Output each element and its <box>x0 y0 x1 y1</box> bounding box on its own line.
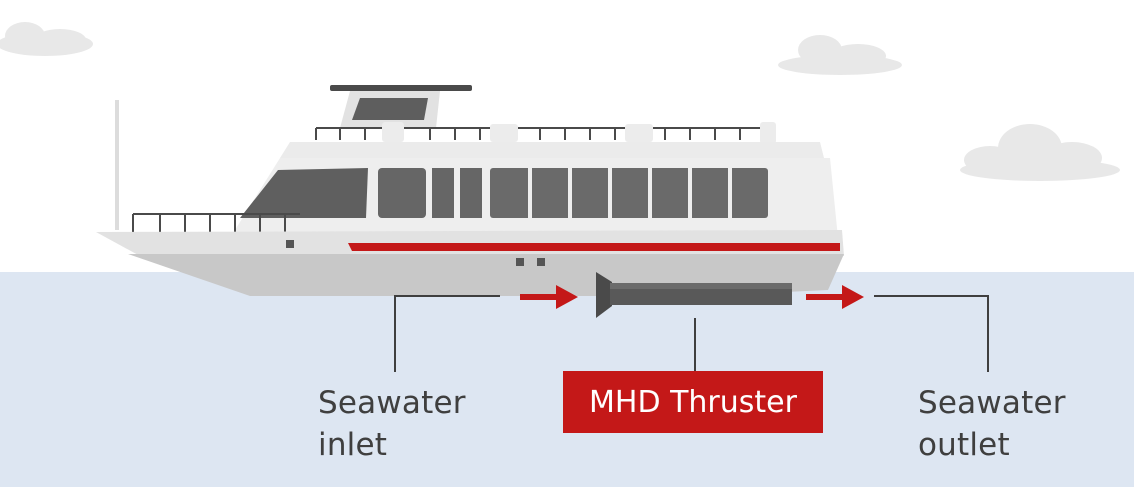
seawater-inlet-label-line2: inlet <box>318 427 388 463</box>
seawater-outlet-label: Seawater outlet <box>918 382 1118 466</box>
leader-lines <box>394 295 989 372</box>
seawater-inlet-label-line1: Seawater <box>318 385 466 421</box>
seawater-inlet-label: Seawater inlet <box>318 382 518 466</box>
flow-arrow-icon <box>806 285 864 309</box>
cloud-icon <box>0 22 93 56</box>
thruster-icon <box>596 272 792 318</box>
cloud-icon <box>960 124 1120 181</box>
flow-arrow-icon <box>520 285 578 309</box>
seawater-outlet-label-line1: Seawater <box>918 385 1066 421</box>
boat-icon <box>96 85 844 296</box>
mhd-thruster-label: MHD Thruster <box>563 371 823 433</box>
cloud-icon <box>778 35 902 75</box>
seawater-outlet-label-line2: outlet <box>918 427 1010 463</box>
